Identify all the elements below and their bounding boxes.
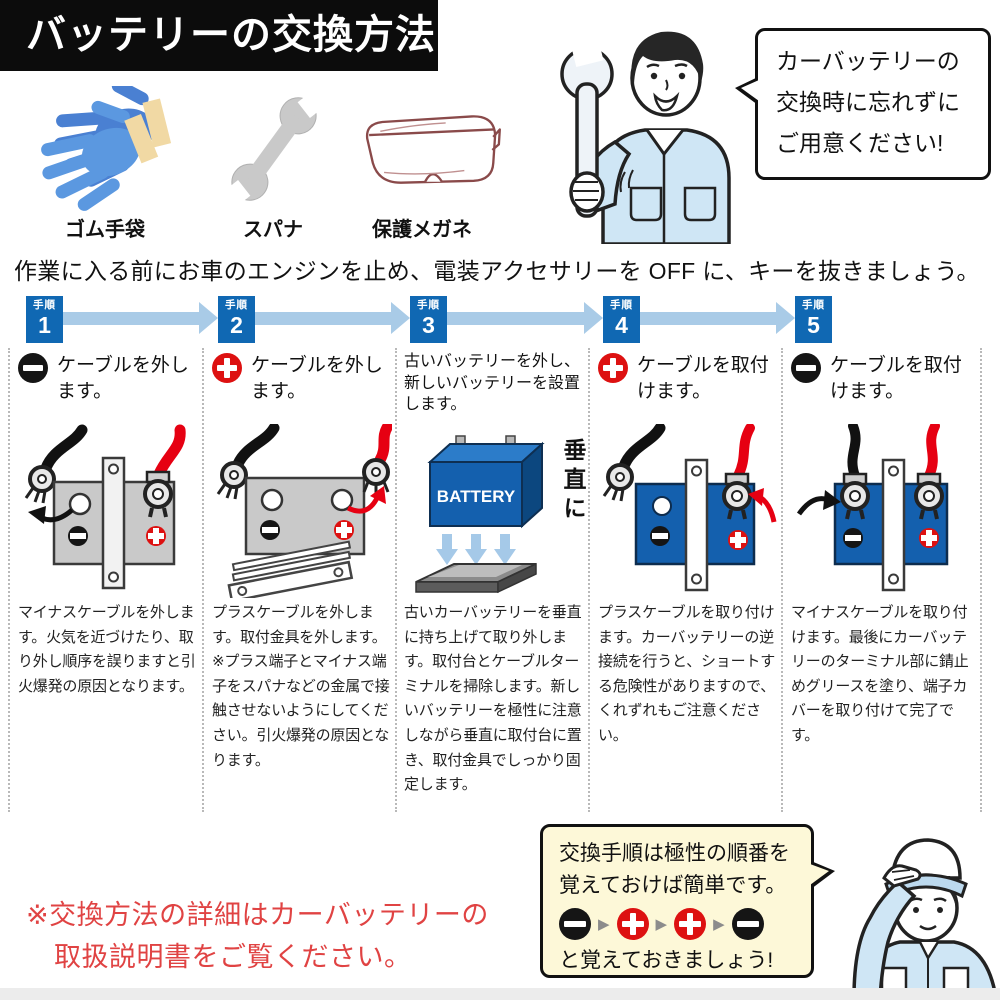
- safety-glasses-icon: [365, 115, 501, 184]
- mechanic-speech-bubble: カーバッテリーの 交換時に忘れずに ご用意ください!: [735, 28, 991, 180]
- sequence-arrow-icon: ▶: [598, 915, 610, 933]
- column-divider: [980, 348, 982, 812]
- bubble-line-3: ご用意ください!: [776, 129, 944, 156]
- step-3-description: 古いカーバッテリーを垂直に持ち上げて取り外します。取付台とケーブルターミナルを掃…: [404, 604, 582, 794]
- worker-illustration: [852, 838, 998, 998]
- sequence-arrow-icon: ▶: [713, 915, 725, 933]
- step-5-header: ケーブルを取付けます。: [791, 353, 966, 404]
- plus-icon: [212, 353, 242, 383]
- plus-icon: [616, 908, 649, 940]
- step-arrowhead: [199, 302, 218, 334]
- tool-label-gloves: ゴム手袋: [65, 219, 145, 241]
- minus-icon: [559, 908, 591, 940]
- bubble-line-2: 交換時に忘れずに: [776, 88, 960, 115]
- step-1-description: マイナスケーブルを外します。火気を近づけたり、取り外し順序を誤りますと引火爆発の…: [18, 604, 196, 695]
- spanner-icon: [222, 89, 326, 209]
- footer-note: ※交換方法の詳細はカーバッテリーの 取扱説明書をご覧ください。: [26, 895, 489, 979]
- step-badge-5: 手順 5: [795, 296, 832, 343]
- step-arrow: [640, 312, 777, 325]
- step-arrow: [447, 312, 585, 325]
- bubble-line-1: カーバッテリーの: [776, 48, 960, 74]
- step-3-header: 古いバッテリーを外し、新しいバッテリーを設置します。: [404, 353, 581, 414]
- step-arrowhead: [391, 302, 410, 334]
- footer-note-line-1: ※交換方法の詳細はカーバッテリーの: [26, 900, 489, 930]
- tool-label-spanner: スパナ: [243, 219, 303, 241]
- bottom-strip: [0, 988, 1000, 1000]
- polarity-sequence: ▶ ▶ ▶: [559, 908, 795, 940]
- minus-icon: [18, 353, 48, 383]
- memo-speech-bubble: 交換手順は極性の順番を 覚えておけば簡単です。 ▶ ▶ ▶ と覚えておきましょう…: [540, 824, 835, 978]
- memo-closing: と覚えておきましょう!: [559, 949, 774, 972]
- footer-note-line-2: 取扱説明書をご覧ください。: [54, 941, 412, 972]
- battery-label: BATTERY: [437, 487, 516, 506]
- mechanic-illustration: [560, 31, 731, 244]
- step-arrow: [255, 312, 392, 325]
- memo-line-1: 交換手順は極性の順番を: [559, 842, 790, 865]
- column-divider: [588, 348, 590, 812]
- tool-label-glasses: 保護メガネ: [372, 219, 472, 241]
- column-divider: [395, 348, 397, 812]
- column-divider: [781, 348, 783, 812]
- plus-icon: [598, 353, 628, 383]
- step-arrowhead: [584, 302, 603, 334]
- memo-line-2: 覚えておけば簡単です。: [559, 873, 787, 897]
- step-badge-1: 手順 1: [26, 296, 63, 343]
- step-4-description: プラスケーブルを取り付けます。カーバッテリーの逆接続を行うと、ショートする危険性…: [598, 604, 776, 744]
- step-badge-3: 手順 3: [410, 296, 447, 343]
- minus-icon: [791, 353, 821, 383]
- page-title: バッテリーの交換方法: [0, 0, 438, 71]
- preparation-text: 作業に入る前にお車のエンジンを止め、電装アクセサリーを OFF に、キーを抜きま…: [14, 258, 980, 284]
- step-2-header: ケーブルを外します。: [212, 353, 387, 404]
- step-5-description: マイナスケーブルを取り付けます。最後にカーバッテリーのターミナル部に錆止めグリー…: [791, 604, 969, 744]
- step-arrowhead: [776, 302, 795, 334]
- vertical-note: 垂直に: [560, 438, 586, 525]
- step-4-diagram: [602, 424, 777, 592]
- step-badge-2: 手順 2: [218, 296, 255, 343]
- rubber-gloves-icon: [41, 86, 172, 211]
- column-divider: [8, 348, 10, 812]
- step-badge-4: 手順 4: [603, 296, 640, 343]
- plus-icon: [674, 908, 707, 940]
- step-2-description: プラスケーブルを外します。取付金具を外します。※プラス端子とマイナス端子をスパナ…: [212, 604, 390, 769]
- step-arrow: [63, 312, 200, 325]
- step-3-diagram: BATTERY: [415, 435, 545, 594]
- column-divider: [202, 348, 204, 812]
- step-4-header: ケーブルを取付けます。: [598, 353, 773, 404]
- step-5-diagram: [796, 424, 949, 592]
- minus-icon: [731, 908, 764, 940]
- step-1-header: ケーブルを外します。: [18, 353, 193, 404]
- sequence-arrow-icon: ▶: [655, 915, 668, 933]
- step-2-diagram: [216, 424, 392, 598]
- step-1-diagram: [24, 424, 186, 590]
